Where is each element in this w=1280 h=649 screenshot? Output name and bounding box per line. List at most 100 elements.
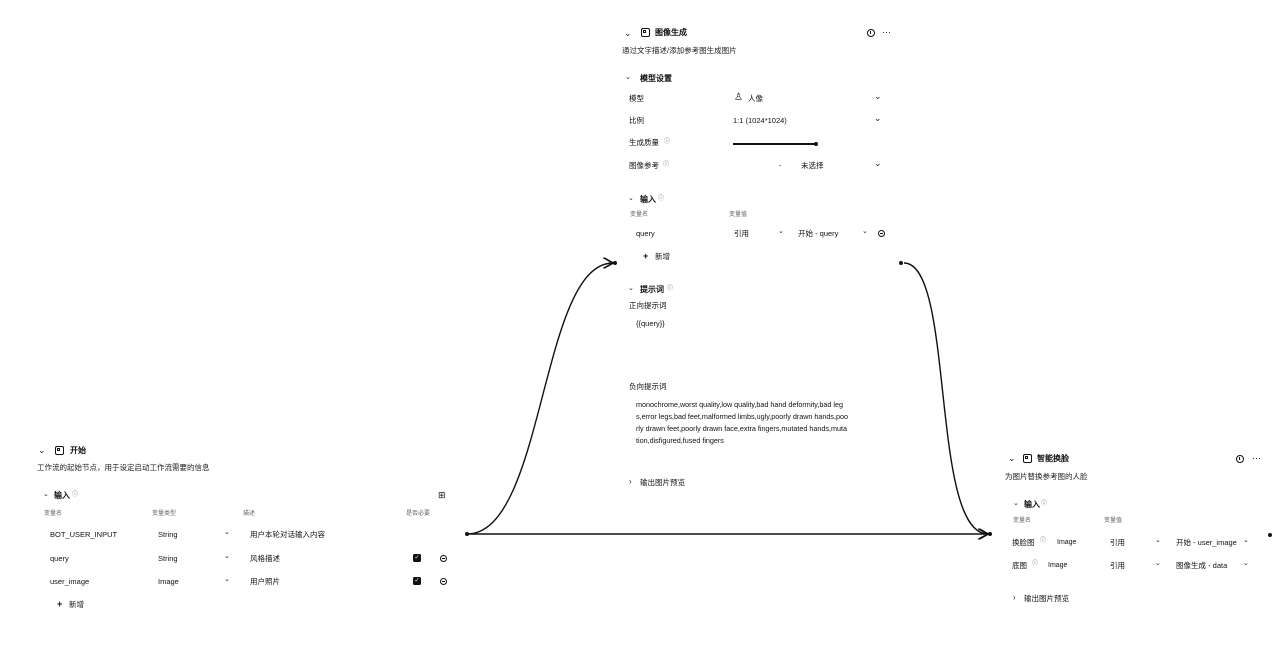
var-desc-field[interactable]: 用户本轮对话输入内容 (250, 530, 325, 539)
edge-image-to-face (903, 262, 988, 534)
input-ref-chevron-icon[interactable]: ⌄ (1243, 560, 1249, 567)
var-type-chevron-icon[interactable]: ⌄ (224, 576, 230, 583)
model-dropdown-chevron-icon[interactable]: ⌄ (874, 91, 882, 101)
required-checkbox-checked-icon[interactable]: ✓ (413, 554, 421, 562)
output-port[interactable] (465, 532, 469, 536)
ratio-dropdown-chevron-icon[interactable]: ⌄ (874, 113, 882, 123)
input-mode-select[interactable]: 引用 (1110, 561, 1125, 570)
input-section-chevron-icon[interactable]: ⌄ (43, 491, 49, 498)
negative-prompt-line: rly drawn feet,poorly drawn face,extra f… (636, 424, 847, 433)
var-type-chevron-icon[interactable]: ⌄ (224, 553, 230, 560)
remove-minus-circle-icon[interactable] (878, 230, 885, 237)
prompt-section-title: 提示词 (640, 285, 664, 294)
info-icon: ⓘ (667, 286, 674, 292)
negative-prompt-line: monochrome,worst quality,low quality,bad… (636, 400, 843, 409)
more-icon[interactable]: ··· (1252, 453, 1261, 463)
input-type-chevron-icon[interactable]: ⌄ (778, 228, 784, 235)
ratio-select-value[interactable]: 1:1 (1024*1024) (733, 116, 787, 125)
var-type-chevron-icon[interactable]: ⌄ (224, 529, 230, 536)
input-label: 换脸图 (1012, 538, 1035, 547)
input-section-chevron-icon[interactable]: ⌄ (1013, 500, 1019, 507)
input-section-title: 输入 (640, 195, 656, 204)
add-variable-button[interactable]: 新增 (69, 600, 84, 609)
col-header-var: 变量名 (630, 212, 649, 218)
negative-prompt-label: 负向提示词 (629, 382, 667, 391)
input-section-chevron-icon[interactable]: ⌄ (628, 195, 634, 202)
input-section-title: 输入 (1024, 500, 1040, 509)
positive-prompt-label: 正向提示词 (629, 301, 667, 310)
image-node-title: 图像生成 (655, 28, 687, 37)
image-node-icon (641, 28, 650, 37)
input-type-select[interactable]: 引用 (734, 229, 749, 238)
var-desc-field[interactable]: 用户照片 (250, 577, 280, 586)
var-type-select[interactable]: Image (158, 577, 179, 586)
quality-slider-handle[interactable] (814, 142, 818, 146)
more-icon[interactable]: ··· (882, 27, 891, 37)
var-type-select[interactable]: String (158, 554, 178, 563)
var-name-field[interactable]: query (50, 554, 69, 563)
image-ref-dash: - (779, 161, 782, 170)
run-clock-icon[interactable] (867, 29, 875, 37)
image-ref-dropdown-chevron-icon[interactable]: ⌄ (874, 158, 882, 168)
negative-prompt-line: tion,disfigured,fused fingers (636, 436, 724, 445)
input-ref-select[interactable]: 图像生成 - data (1176, 561, 1228, 570)
start-node-title: 开始 (70, 446, 86, 455)
info-icon: ⓘ (1040, 538, 1047, 544)
face-node-description: 为图片替换参考图的人脸 (1005, 472, 1088, 481)
output-preview-toggle[interactable]: 输出图片预览 (1024, 594, 1069, 603)
input-label: 底图 (1012, 561, 1027, 570)
output-preview-chevron-icon[interactable]: › (629, 477, 632, 486)
ratio-label: 比例 (629, 116, 644, 125)
plus-icon[interactable]: + (57, 599, 63, 609)
prompt-section-chevron-icon[interactable]: ⌄ (628, 285, 634, 292)
input-name-field[interactable]: query (636, 229, 655, 238)
run-clock-icon[interactable] (1236, 455, 1244, 463)
info-icon: ⓘ (1032, 561, 1039, 567)
input-type-tag: Image (1057, 539, 1077, 546)
collapse-chevron-icon[interactable]: ⌄ (624, 28, 632, 38)
remove-minus-circle-icon[interactable] (440, 555, 447, 562)
col-header-type: 变量类型 (152, 511, 177, 517)
add-input-button[interactable]: 新增 (655, 252, 670, 261)
model-section-chevron-icon[interactable]: ⌄ (625, 74, 631, 81)
input-ref-chevron-icon[interactable]: ⌄ (1243, 537, 1249, 544)
required-checkbox-checked-icon[interactable]: ✓ (413, 577, 421, 585)
remove-minus-circle-icon[interactable] (440, 578, 447, 585)
info-icon: ⓘ (664, 139, 671, 145)
input-mode-select[interactable]: 引用 (1110, 538, 1125, 547)
input-ref-select[interactable]: 开始 - query (798, 229, 839, 238)
plus-icon[interactable]: + (643, 251, 649, 261)
input-port[interactable] (613, 261, 617, 265)
image-ref-select-value[interactable]: 未选择 (801, 161, 824, 170)
input-port[interactable] (988, 532, 992, 536)
info-icon: ⓘ (1041, 501, 1048, 507)
info-icon: ⓘ (658, 196, 665, 202)
col-header-val: 变量值 (1104, 518, 1123, 524)
var-name-field[interactable]: BOT_USER_INPUT (50, 530, 118, 539)
input-mode-chevron-icon[interactable]: ⌄ (1155, 537, 1161, 544)
add-variable-icon[interactable]: ⊞ (438, 490, 446, 500)
image-node-description: 通过文字描述/添加参考图生成图片 (622, 46, 737, 55)
quality-label: 生成质量 (629, 138, 659, 147)
var-type-select[interactable]: String (158, 530, 178, 539)
input-type-tag: Image (1048, 562, 1068, 569)
output-port[interactable] (1268, 533, 1272, 537)
var-name-field[interactable]: user_image (50, 577, 90, 586)
model-select-value[interactable]: 人像 (748, 94, 763, 103)
output-port[interactable] (899, 261, 903, 265)
quality-slider-track[interactable] (733, 143, 817, 145)
input-ref-select[interactable]: 开始 - user_image (1176, 538, 1237, 547)
collapse-chevron-icon[interactable]: ⌄ (38, 445, 46, 455)
col-header-desc: 描述 (243, 511, 256, 517)
output-preview-chevron-icon[interactable]: › (1013, 593, 1016, 602)
input-mode-chevron-icon[interactable]: ⌄ (1155, 560, 1161, 567)
output-preview-toggle[interactable]: 输出图片预览 (640, 478, 685, 487)
positive-prompt-input[interactable]: {{query}} (636, 319, 665, 328)
face-node-title: 智能换脸 (1037, 454, 1069, 463)
var-desc-field[interactable]: 风格描述 (250, 554, 280, 563)
input-section-title: 输入 (54, 491, 70, 500)
collapse-chevron-icon[interactable]: ⌄ (1008, 453, 1016, 463)
input-ref-chevron-icon[interactable]: ⌄ (862, 228, 868, 235)
start-node-description: 工作流的起始节点，用于设定启动工作流需要的信息 (37, 463, 210, 472)
